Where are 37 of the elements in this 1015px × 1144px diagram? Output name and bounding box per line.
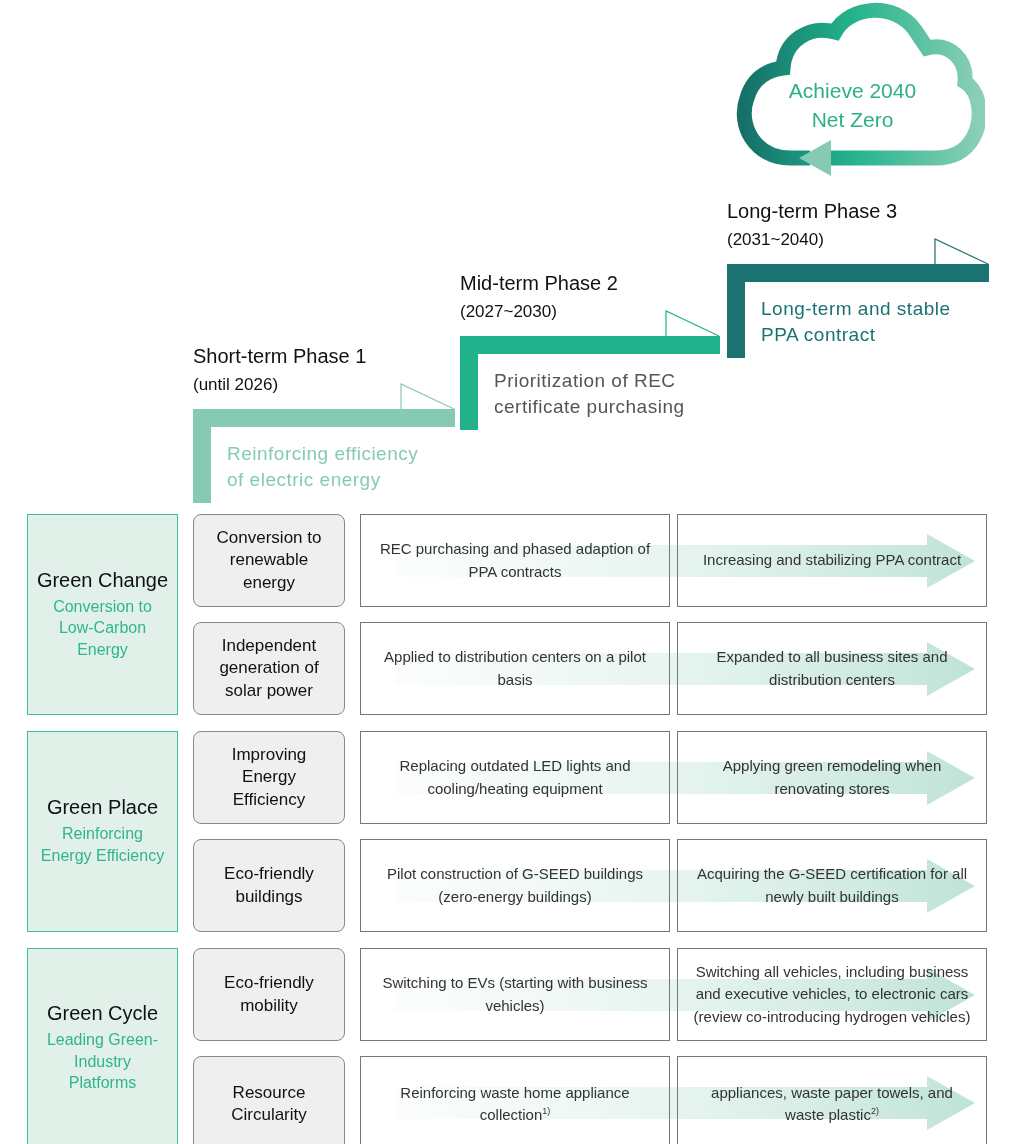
plan-cell: Acquiring the G-SEED certification for all newly built buildings <box>677 839 987 932</box>
category-panel <box>27 948 178 1144</box>
category-title: Green Cycle <box>46 1002 159 1026</box>
phase-title: Short-term Phase 1 <box>193 345 367 368</box>
plan-cell: Expanded to all business sites and distribution centers <box>677 622 987 715</box>
phase-period: (2031~2040) <box>727 230 824 250</box>
phase-goal: Long-term and stable PPA contract <box>761 297 952 347</box>
phase-title: Mid-term Phase 2 <box>460 272 618 295</box>
category-subtitle: Conversion to Low-Carbon Energy <box>52 596 153 660</box>
plan-cell: appliances, waste paper towels, and waste plastic$^{2)}$ <box>677 1056 987 1144</box>
phase-period: (until 2026) <box>193 375 279 395</box>
practice-box: Eco-friendly buildings <box>193 839 345 932</box>
plan-cell: Replacing outdated LED lights and cooling/heating equipment <box>360 731 670 824</box>
plan-cell: Switching all vehicles, including business and executive vehicles, to electronic cars (review co-introducing hydrogen vehicles) <box>677 948 987 1041</box>
plan-cell: Switching to EVs (starting with business vehicles) <box>360 948 670 1041</box>
plan-cell: Increasing and stabilizing PPA contract <box>677 514 987 607</box>
category-subtitle: Reinforcing Energy Efficiency <box>40 824 165 866</box>
phase-goal: Reinforcing efficiency of electric energy <box>227 442 420 492</box>
category-panel <box>27 514 178 715</box>
phase-period: (2027~2030) <box>460 302 557 322</box>
plan-cell: Applied to distribution centers on a pilot basis <box>360 622 670 715</box>
category-panel <box>27 731 178 932</box>
plan-cell: Pilot construction of G-SEED buildings (zero-energy buildings) <box>360 839 670 932</box>
practice-box: Eco-friendly mobility <box>193 948 345 1041</box>
practice-box: Conversion to renewable energy <box>193 514 345 607</box>
phase-goal: Prioritization of REC certificate purchasing <box>494 369 686 419</box>
goal-text: Achieve 2040 Net Zero <box>787 78 918 134</box>
plan-cell: Applying green remodeling when renovating stores <box>677 731 987 824</box>
category-title: Green Change <box>36 568 169 592</box>
plan-cell: Reinforcing waste home appliance collection$^{1)}$ <box>360 1056 670 1144</box>
phase-title: Long-term Phase 3 <box>727 200 898 223</box>
category-subtitle: Leading Green-Industry Platforms <box>45 1030 160 1094</box>
practice-box: Improving Energy Efficiency <box>193 731 345 824</box>
category-title: Green Place <box>46 796 159 820</box>
practice-box: Resource Circularity <box>193 1056 345 1144</box>
plan-cell: REC purchasing and phased adaption of PPA contracts <box>360 514 670 607</box>
practice-box: Independent generation of solar power <box>193 622 345 715</box>
